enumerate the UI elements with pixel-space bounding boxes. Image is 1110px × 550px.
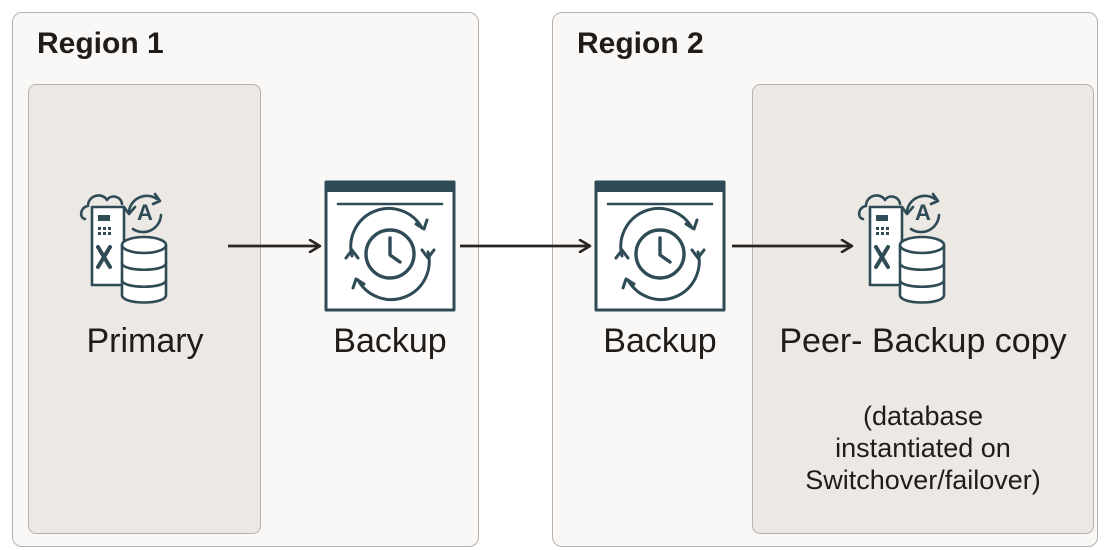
region-2-title: Region 2: [577, 27, 704, 60]
primary-label: Primary: [86, 322, 204, 360]
peer-note-line-2: instantiated on: [835, 433, 1011, 463]
backup-region2-label: Backup: [603, 322, 717, 360]
database-autonomous-icon: [857, 192, 946, 305]
peer-zone: [752, 84, 1094, 534]
primary-zone: [28, 84, 261, 534]
database-autonomous-icon: [79, 192, 168, 305]
peer-label: Peer- Backup copy: [779, 322, 1067, 360]
backup-clock-icon: [324, 180, 456, 312]
backup-region1-label: Backup: [333, 322, 447, 360]
region-1-title: Region 1: [37, 27, 164, 60]
peer-note-line-1: (database: [862, 401, 984, 431]
peer-note: (database instantiated on Switchover/fai…: [752, 400, 1094, 496]
backup-clock-icon: [594, 180, 726, 312]
peer-note-line-3: Switchover/failover): [805, 465, 1041, 495]
